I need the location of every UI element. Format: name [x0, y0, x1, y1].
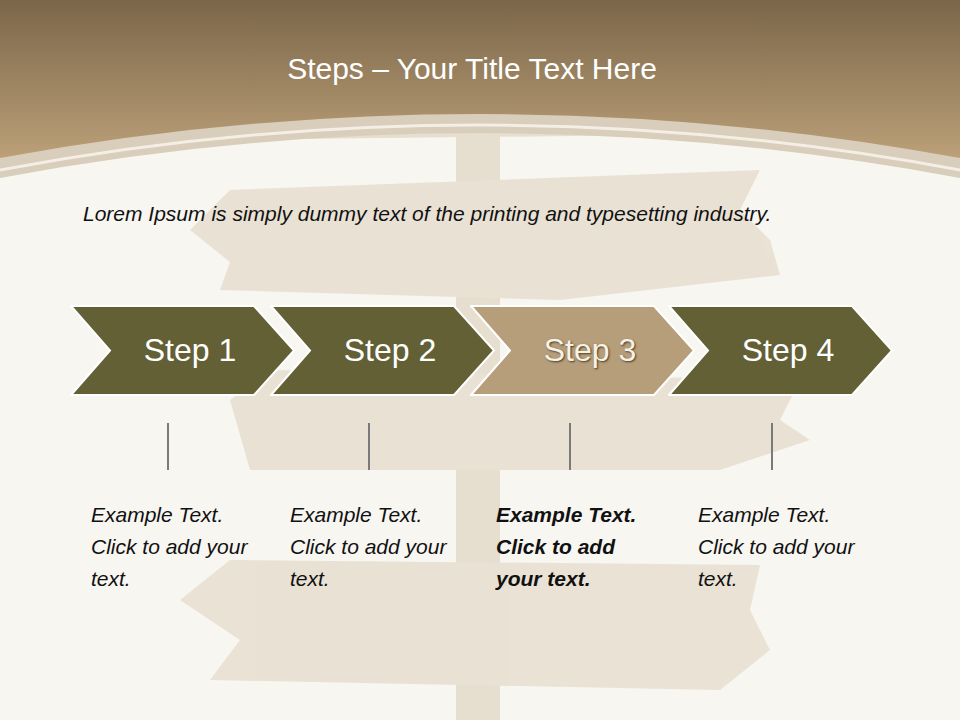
step-description: Example Text. Click to add your text.	[496, 499, 656, 595]
step-label: Step 2	[270, 305, 496, 396]
slide-title: Steps – Your Title Text Here	[0, 52, 944, 86]
step-chevron: Step 4	[668, 305, 894, 396]
step-label: Step 1	[70, 305, 296, 396]
step-label: Step 4	[668, 305, 894, 396]
step-description: Example Text. Click to add your text.	[91, 499, 251, 595]
step-description: Example Text. Click to add your text.	[290, 499, 450, 595]
intro-text: Lorem Ipsum is simply dummy text of the …	[83, 196, 886, 232]
band-curve	[0, 125, 960, 170]
leader-lines	[168, 423, 772, 470]
step-chevron: Step 2	[270, 305, 496, 396]
title-band	[0, 0, 960, 158]
band-edge	[0, 0, 960, 178]
signpost-picture	[180, 110, 810, 720]
step-chevron: Step 1	[70, 305, 296, 396]
step-chevron: Step 3	[470, 305, 696, 396]
step-description: Example Text. Click to add your text.	[698, 499, 858, 595]
step-label: Step 3	[470, 305, 696, 396]
